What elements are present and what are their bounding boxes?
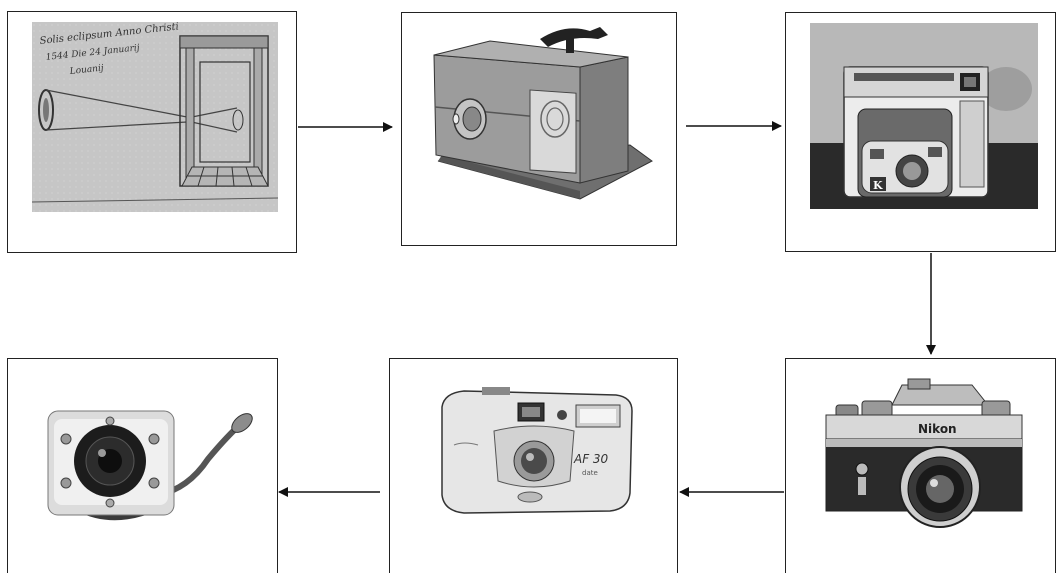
flow-arrows: [0, 0, 1056, 573]
